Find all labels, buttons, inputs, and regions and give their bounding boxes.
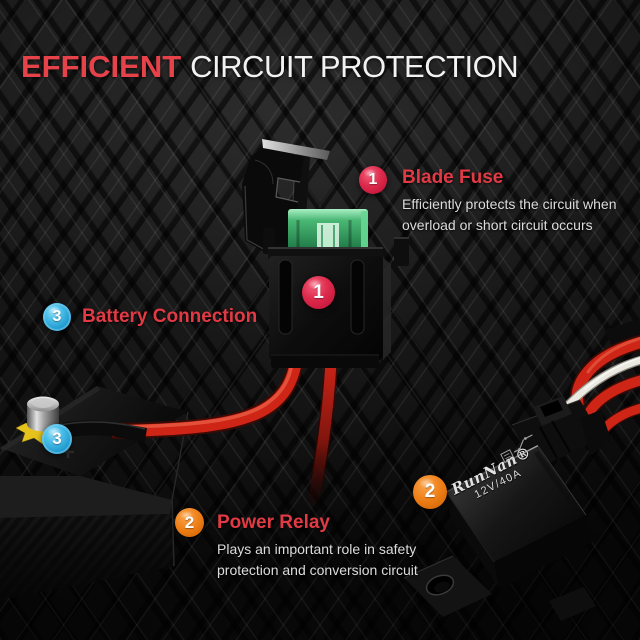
fuse-holder-marker-1: 1: [302, 276, 335, 309]
relay-schematic-icon: [495, 425, 548, 470]
battery: [0, 386, 189, 600]
battery-terminal: [27, 396, 59, 432]
power-relay-desc-line2: protection and conversion circuit: [217, 562, 418, 578]
blade-fuse: [288, 209, 368, 252]
power-relay-title: Power Relay: [217, 512, 330, 533]
battery-cable: [58, 359, 304, 442]
blade-fuse-description: Efficiently protects the circuit when ov…: [402, 194, 617, 236]
power-relay-description: Plays an important role in safety protec…: [217, 539, 418, 581]
callout-1-badge: 1: [359, 166, 387, 194]
callout-2-badge: 2: [175, 508, 204, 537]
callout-3-badge: 3: [43, 303, 71, 331]
blade-fuse-desc-line2: overload or short circuit occurs: [402, 217, 593, 233]
power-relay-desc-line1: Plays an important role in safety: [217, 541, 417, 557]
battery-connection-title: Battery Connection: [82, 306, 258, 327]
battery-marker-3: 3: [42, 424, 72, 454]
fuse-output-wire: [305, 360, 338, 510]
cable-lug-sleeve: [58, 420, 147, 442]
headline-highlight: EFFICIENT: [21, 49, 182, 84]
blade-fuse-title: Blade Fuse: [402, 167, 504, 188]
power-relay: [445, 445, 592, 589]
relay-marker-2: 2: [413, 475, 447, 509]
headline-rest: CIRCUIT PROTECTION: [190, 49, 519, 84]
blade-fuse-desc-line1: Efficiently protects the circuit when: [402, 196, 617, 212]
fuse-holder: [263, 228, 409, 368]
relay-mounting-tabs: [403, 555, 596, 621]
